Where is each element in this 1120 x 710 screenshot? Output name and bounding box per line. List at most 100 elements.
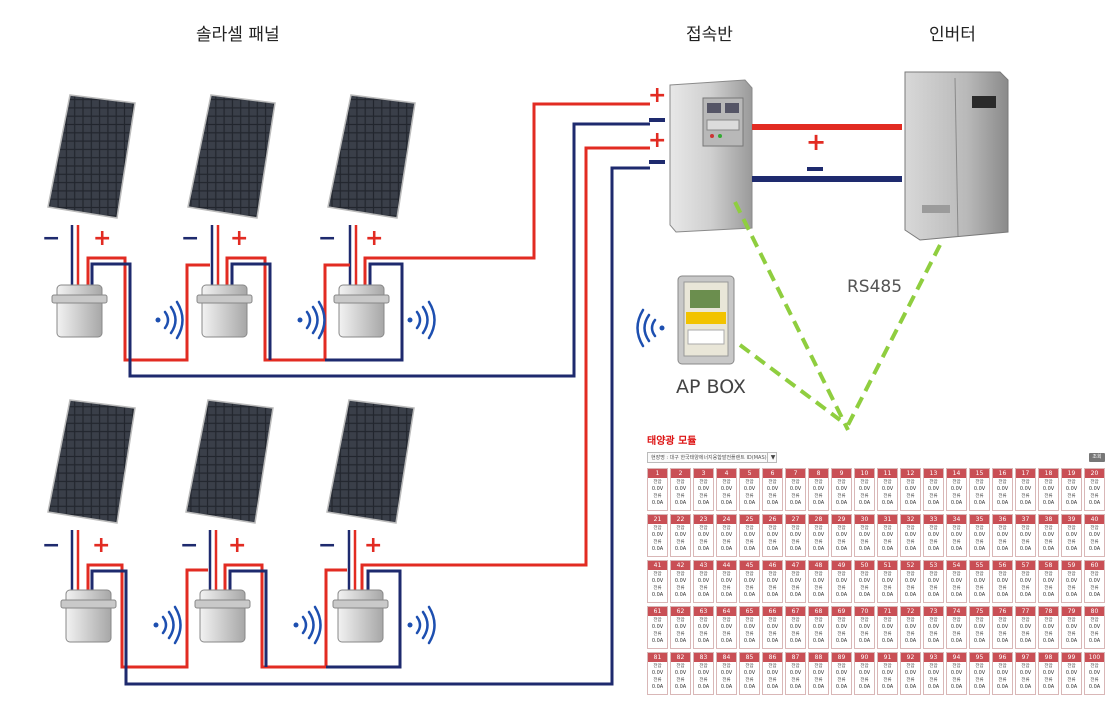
search-button[interactable]: 조회 [1089, 453, 1105, 462]
site-select[interactable]: 현장명 : 대구 한국태양에너지융합발전플랜트 ID(MAS) [647, 452, 777, 463]
